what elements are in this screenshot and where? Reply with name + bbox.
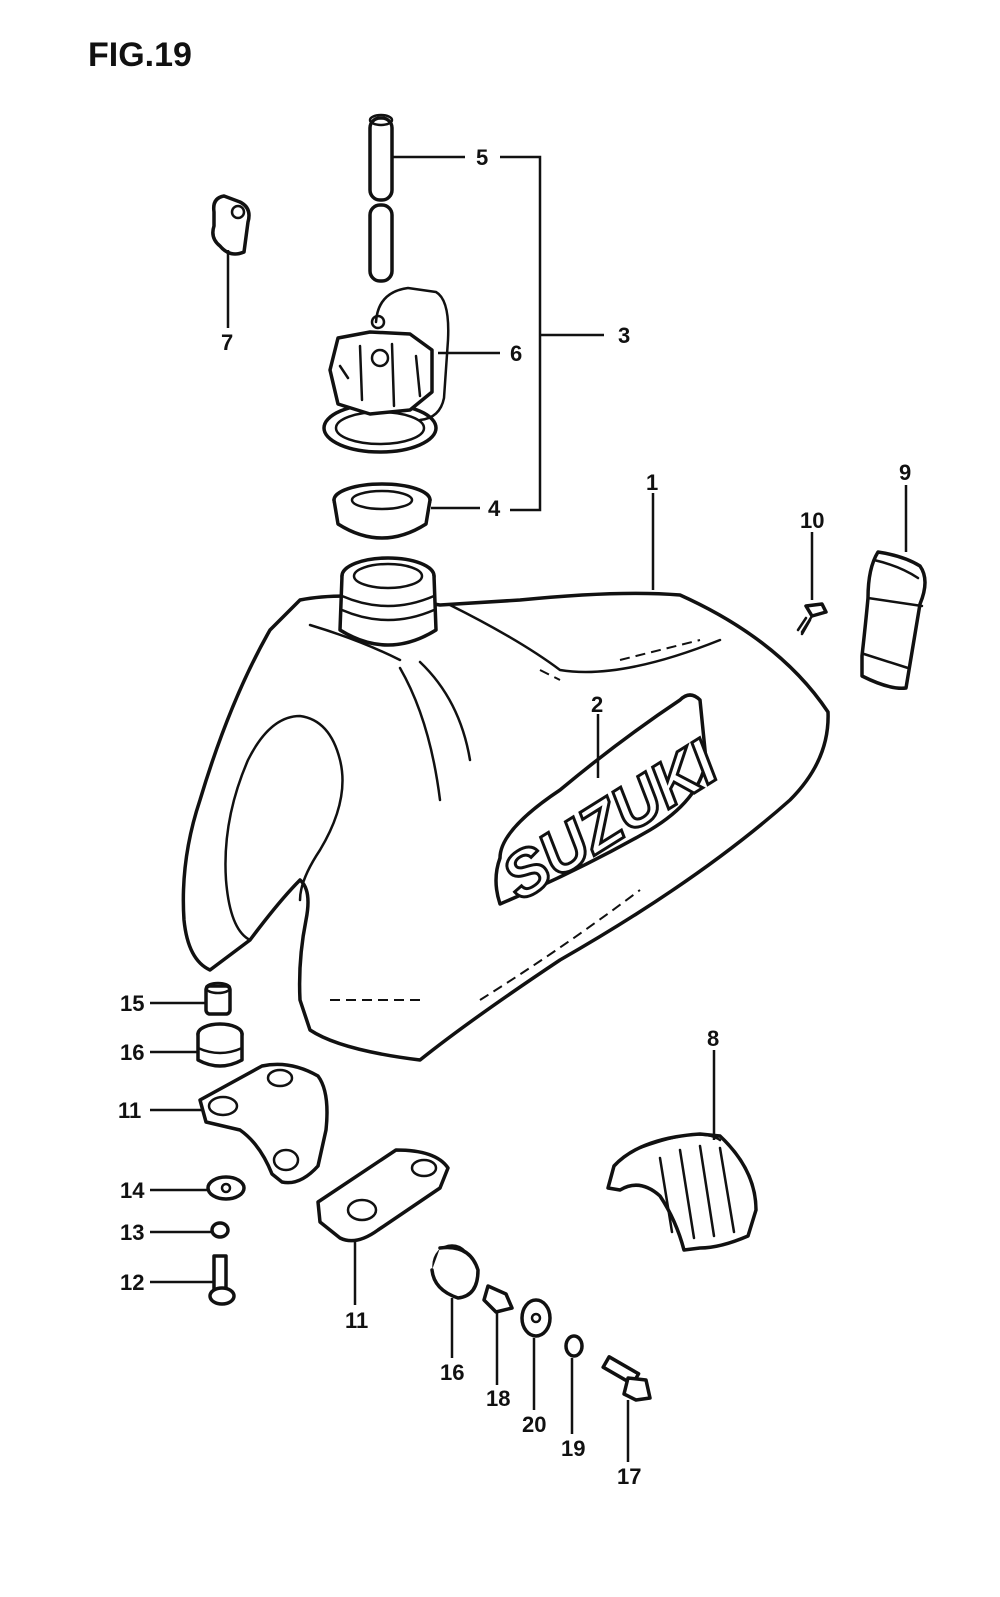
cap-gasket bbox=[332, 482, 432, 540]
rubber-cover bbox=[606, 1132, 758, 1252]
fuel-tank bbox=[181, 556, 830, 1062]
callout-8: 8 bbox=[707, 1026, 719, 1051]
figure-title: FIG.19 bbox=[88, 36, 192, 74]
collar-18 bbox=[482, 1284, 514, 1314]
bolt-17 bbox=[601, 1355, 652, 1402]
callout-16-left: 16 bbox=[120, 1040, 144, 1065]
callout-12: 12 bbox=[120, 1270, 144, 1295]
callout-9: 9 bbox=[899, 460, 911, 485]
callout-labels: 5 3 6 4 7 1 2 9 10 8 15 16 11 14 13 12 1… bbox=[118, 145, 911, 1489]
callout-11-lower: 11 bbox=[345, 1308, 368, 1333]
callout-20: 20 bbox=[522, 1412, 546, 1437]
callout-2: 2 bbox=[591, 692, 603, 717]
leader-lines bbox=[150, 155, 908, 1462]
washer-14 bbox=[206, 1175, 246, 1201]
fuel-cap bbox=[322, 286, 450, 454]
callout-15: 15 bbox=[120, 991, 144, 1016]
cushion-screw bbox=[796, 602, 828, 636]
tank-cushion bbox=[860, 550, 927, 690]
cushion-16-left bbox=[196, 1022, 244, 1068]
bolt-12 bbox=[208, 1254, 236, 1306]
callout-19: 19 bbox=[561, 1436, 585, 1461]
collar-15 bbox=[204, 981, 232, 1016]
callout-6: 6 bbox=[510, 341, 522, 366]
lock-washer-13 bbox=[210, 1221, 230, 1239]
callout-7: 7 bbox=[221, 330, 233, 355]
washer-20 bbox=[520, 1298, 552, 1338]
callout-3: 3 bbox=[618, 323, 630, 348]
hose-clamp bbox=[211, 194, 251, 256]
callout-11-upper: 11 bbox=[118, 1098, 141, 1123]
cushion-16-bottom bbox=[430, 1244, 480, 1300]
callout-17: 17 bbox=[617, 1464, 641, 1489]
callout-4: 4 bbox=[488, 496, 501, 521]
breather-hose bbox=[368, 113, 394, 283]
callout-14: 14 bbox=[120, 1178, 145, 1203]
tank-bracket-lower bbox=[316, 1148, 450, 1243]
callout-10: 10 bbox=[800, 508, 824, 533]
callout-1: 1 bbox=[646, 470, 658, 495]
tank-bracket-upper bbox=[198, 1062, 329, 1185]
callout-5: 5 bbox=[476, 145, 488, 170]
callout-16-bottom: 16 bbox=[440, 1360, 464, 1385]
callout-13: 13 bbox=[120, 1220, 144, 1245]
callout-18: 18 bbox=[486, 1386, 510, 1411]
lock-washer-19 bbox=[564, 1334, 584, 1358]
